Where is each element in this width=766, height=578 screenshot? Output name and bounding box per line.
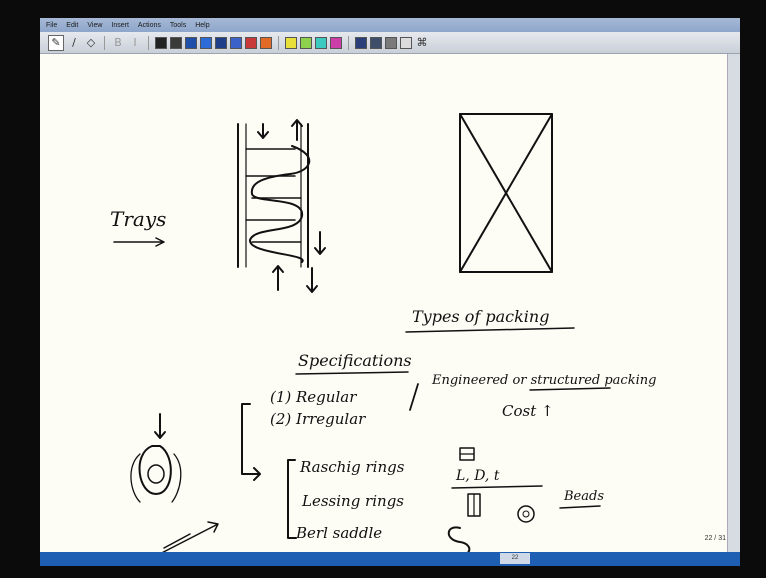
specifications-label: Specifications (298, 351, 412, 370)
pen-toolbar: ✎ / ◇ B I ⌘ (40, 32, 740, 54)
color-swatch[interactable] (355, 37, 367, 49)
color-swatch[interactable] (155, 37, 167, 49)
trays-label: Trays (110, 207, 166, 231)
menu-tools[interactable]: Tools (170, 22, 186, 29)
menu-edit[interactable]: Edit (66, 22, 78, 29)
raschig-rings-label: Raschig rings (299, 458, 405, 476)
color-swatch[interactable] (230, 37, 242, 49)
vertical-scrollbar[interactable] (727, 54, 740, 566)
bold-button[interactable]: B (111, 36, 125, 50)
page-indicator[interactable]: 22 (500, 553, 530, 564)
color-swatch[interactable] (315, 37, 327, 49)
ink-drawing: Trays Types of packing Specifications (1… (40, 54, 740, 562)
color-swatch[interactable] (370, 37, 382, 49)
regular-label: (1) Regular (270, 388, 357, 406)
color-swatch[interactable] (260, 37, 272, 49)
lessing-rings-label: Lessing rings (301, 492, 404, 510)
raschig-ring-sketch (460, 448, 474, 460)
engineered-label: Engineered or structured packing (431, 373, 656, 388)
menu-file[interactable]: File (46, 22, 57, 29)
menu-insert[interactable]: Insert (111, 22, 129, 29)
tray-column-sketch (238, 120, 325, 292)
color-swatch[interactable] (215, 37, 227, 49)
color-swatch[interactable] (185, 37, 197, 49)
menu-view[interactable]: View (87, 22, 102, 29)
dimensions-label: L, D, t (455, 468, 500, 484)
page-counter: 22 / 31 (705, 535, 726, 542)
beads-label: Beads (563, 489, 604, 504)
cost-label: Cost ↑ (502, 402, 554, 420)
whiteboard-window: File Edit View Insert Actions Tools Help… (40, 18, 740, 566)
lessing-ring-sketch (468, 494, 480, 516)
color-swatch[interactable] (200, 37, 212, 49)
pen-icon[interactable]: ✎ (48, 35, 64, 51)
color-swatch[interactable] (330, 37, 342, 49)
toolbar-divider (104, 36, 105, 50)
menu-bar: File Edit View Insert Actions Tools Help (40, 18, 740, 32)
ink-canvas[interactable]: Trays Types of packing Specifications (1… (40, 54, 740, 562)
menu-actions[interactable]: Actions (138, 22, 161, 29)
packed-column-sketch (460, 114, 552, 272)
eraser-icon[interactable]: ◇ (84, 36, 98, 50)
italic-button[interactable]: I (128, 36, 142, 50)
bead-sketch (518, 506, 534, 522)
toolbar-divider (348, 36, 349, 50)
toolbar-divider (148, 36, 149, 50)
color-swatch[interactable] (170, 37, 182, 49)
color-swatch[interactable] (385, 37, 397, 49)
color-swatch[interactable] (400, 37, 412, 49)
lasso-icon[interactable]: ⌘ (415, 36, 429, 50)
bottom-scrollbar[interactable]: 22 (40, 552, 740, 566)
berl-saddle-sketch (449, 527, 470, 554)
menu-help[interactable]: Help (195, 22, 209, 29)
color-swatch[interactable] (300, 37, 312, 49)
color-swatch[interactable] (285, 37, 297, 49)
toolbar-divider (278, 36, 279, 50)
irregular-label: (2) Irregular (270, 410, 366, 428)
types-of-packing-label: Types of packing (412, 307, 549, 326)
color-swatch[interactable] (245, 37, 257, 49)
highlighter-icon[interactable]: / (67, 36, 81, 50)
droplet-sketch (131, 414, 181, 502)
berl-saddle-label: Berl saddle (295, 524, 382, 542)
